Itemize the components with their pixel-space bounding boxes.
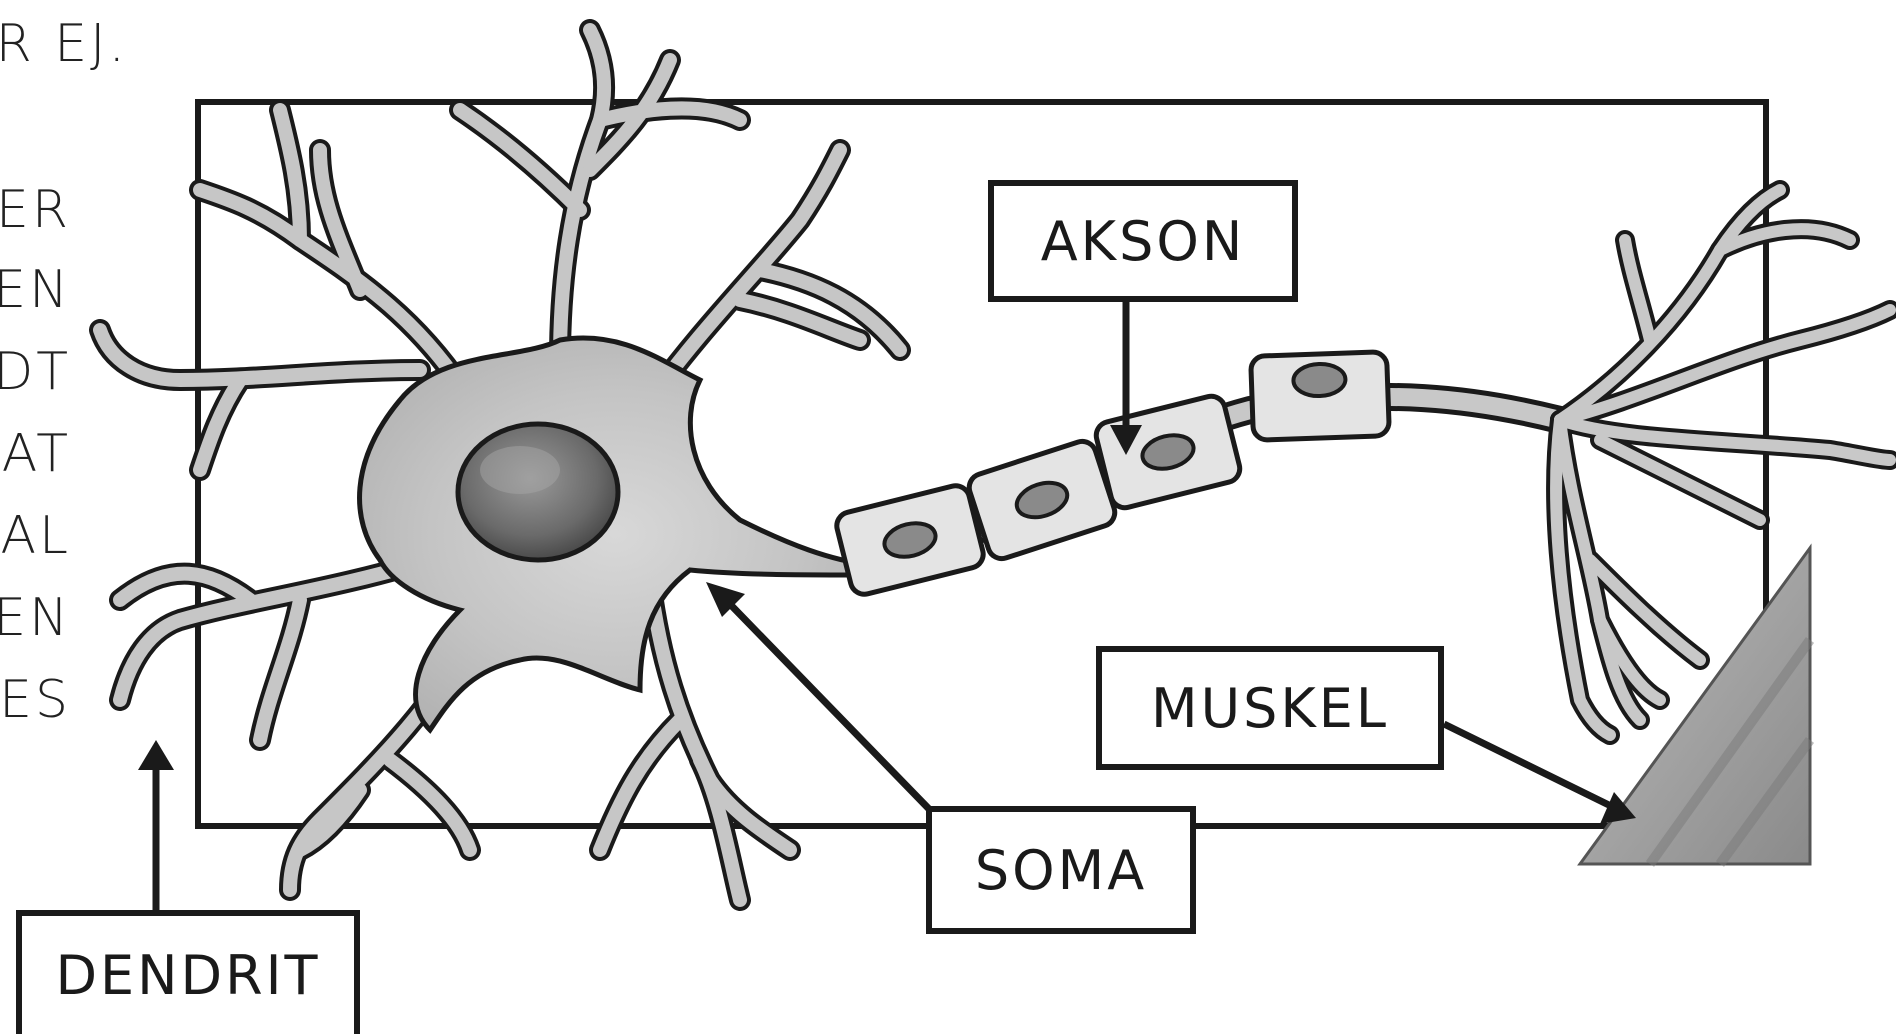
- cropped-side-line: DT: [0, 346, 71, 398]
- cropped-side-line: ER: [0, 184, 71, 236]
- cropped-heading: R EJ.: [0, 18, 128, 70]
- muskel-arrow-line: [1444, 724, 1615, 808]
- soma-arrow-line: [726, 600, 930, 810]
- cropped-side-line: AT: [2, 428, 71, 480]
- label-soma: SOMA: [926, 806, 1196, 934]
- cropped-side-line: AL: [0, 510, 71, 562]
- nucleus: [458, 424, 618, 560]
- label-dendrit: DENDRIT: [16, 910, 360, 1034]
- label-muskel: MUSKEL: [1096, 646, 1444, 770]
- cropped-side-line: ES: [0, 674, 71, 726]
- myelin-sheath: [834, 352, 1390, 598]
- axon-terminals: [1556, 190, 1890, 735]
- dendrit-arrow-head: [138, 740, 174, 770]
- label-akson: AKSON: [988, 180, 1298, 302]
- cropped-side-line: EN: [0, 592, 71, 644]
- nucleus-highlight: [480, 446, 560, 494]
- cropped-side-line: EN: [0, 264, 71, 316]
